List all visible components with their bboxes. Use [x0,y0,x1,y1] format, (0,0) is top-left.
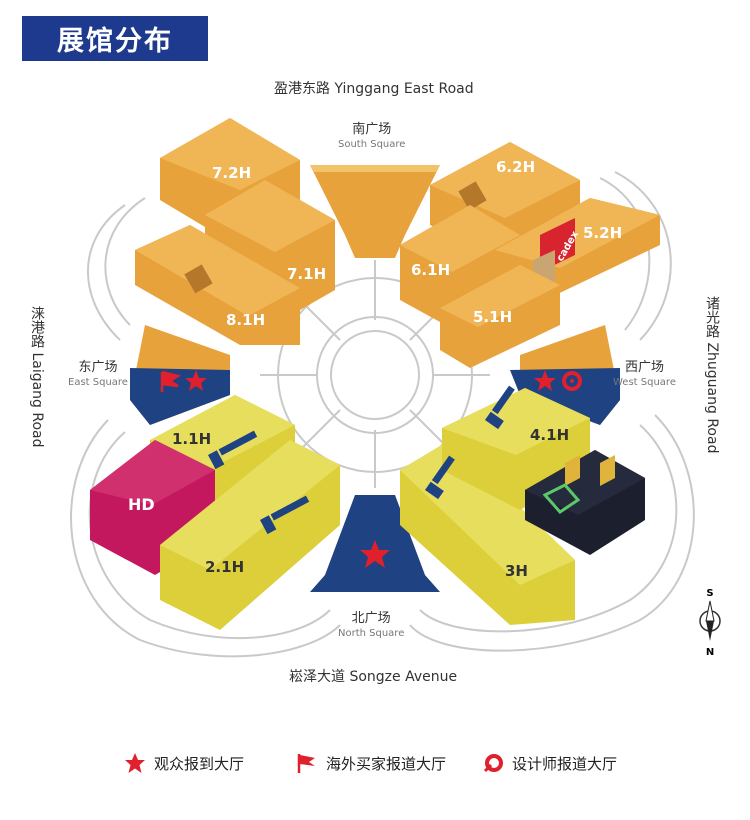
road-outline-ne-outer [614,171,672,341]
hall-2-1 [160,440,340,630]
flag-icon-east [160,370,182,392]
road-outline-nw-outer [87,204,126,341]
spoke-roads [260,260,490,488]
road-outline-se [419,424,678,633]
road-label-bottom: 崧泽大道 Songze Avenue [289,669,458,685]
hall-label-6-1: 6.1H [411,261,450,279]
legend-item-overseas: 海外买家报道大厅 [296,752,446,774]
legend-item-checkin: 观众报到大厅 [124,752,244,774]
star-icon-east [185,370,207,391]
star-icon-west [534,370,556,391]
road-label-right: 诸光路 Zhuguang Road [704,296,720,454]
compass-icon [699,600,721,641]
designer-icon [483,754,503,773]
page-title: 展馆分布 [22,16,208,61]
hall-label-5-2: 5.2H [583,224,622,242]
hall-label-7-1: 7.1H [287,265,326,283]
compass: S N [697,588,723,658]
hall-label-4-1: 4.1H [530,426,569,444]
compass-north-label: N [705,647,715,658]
ring-inner [330,330,420,420]
hall-label-8-1: 8.1H [226,311,265,329]
hall-3 [400,440,575,625]
road-outline-sw [88,431,331,640]
hall-8-1 [135,225,300,345]
hd-logo: HD [128,495,155,514]
south-square [310,165,440,258]
flag-icon [297,754,315,773]
road-label-top: 盈港东路 Yinggang East Road [274,81,474,97]
road-outline-se-outer [409,414,695,652]
hall-logo-6-2 [458,181,487,211]
hall-label-2-1: 2.1H [205,558,244,576]
hall-label-5-1: 5.1H [473,308,512,326]
decor-logo-right [600,455,615,486]
hall-5-1 [440,265,560,368]
hall-7-1 [205,180,335,310]
road-label-left: 涞港路 Laigang Road [29,306,45,448]
hall-label-3: 3H [505,562,528,580]
compass-south-label: S [706,588,714,599]
ring-roads [70,171,695,658]
diagonal-roads [299,299,451,451]
hall-label-1-1: 1.1H [172,430,211,448]
star-icon-north [360,540,390,568]
decor-logo-main [542,483,581,514]
legend-item-designer: 设计师报道大厅 [482,752,617,774]
rt-logo-3 [425,455,455,500]
hall-logo-8-1 [184,264,213,294]
hall-label-6-2: 6.2H [496,158,535,176]
decor-exhibit [525,450,645,555]
rt-logo-4-1 [485,385,515,430]
rt-logo-2-1 [260,495,310,535]
road-outline-sw-outer [70,419,341,658]
designer-icon-west [562,371,582,391]
rt-logo-1-1 [208,430,258,470]
decor-logo-left [565,455,580,486]
road-outline-nw [104,197,146,326]
star-icon [125,753,145,773]
hall-label-7-2: 7.2H [212,164,251,182]
